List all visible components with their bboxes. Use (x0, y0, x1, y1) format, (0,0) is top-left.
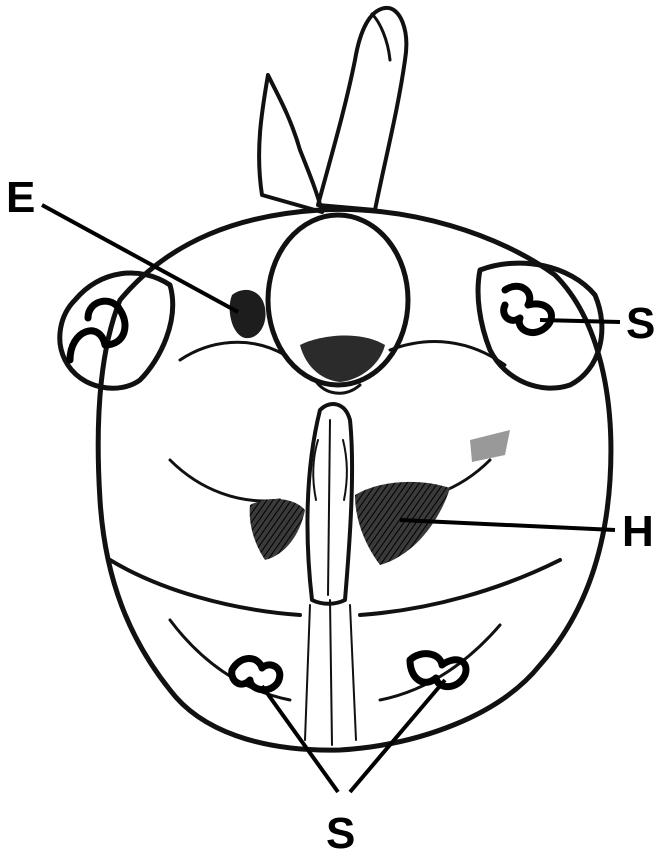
label-h: H (622, 507, 654, 556)
armpit-hair (250, 430, 510, 565)
head (268, 215, 408, 393)
praying-hands (307, 404, 352, 604)
lower-mark-right (410, 654, 466, 687)
shoulder-mark-right (504, 286, 552, 332)
shoulder-mark-left (70, 301, 125, 360)
feet (259, 8, 406, 212)
ear (230, 290, 266, 338)
lower-mark-left (232, 658, 280, 689)
label-s-shoulder: S (626, 299, 655, 348)
leader-h (400, 520, 615, 530)
label-s-lower: S (326, 809, 355, 858)
leader-s-lower-left (262, 686, 338, 792)
leader-e (42, 205, 238, 312)
label-e: E (6, 173, 35, 222)
leader-s-shoulder (540, 320, 620, 322)
